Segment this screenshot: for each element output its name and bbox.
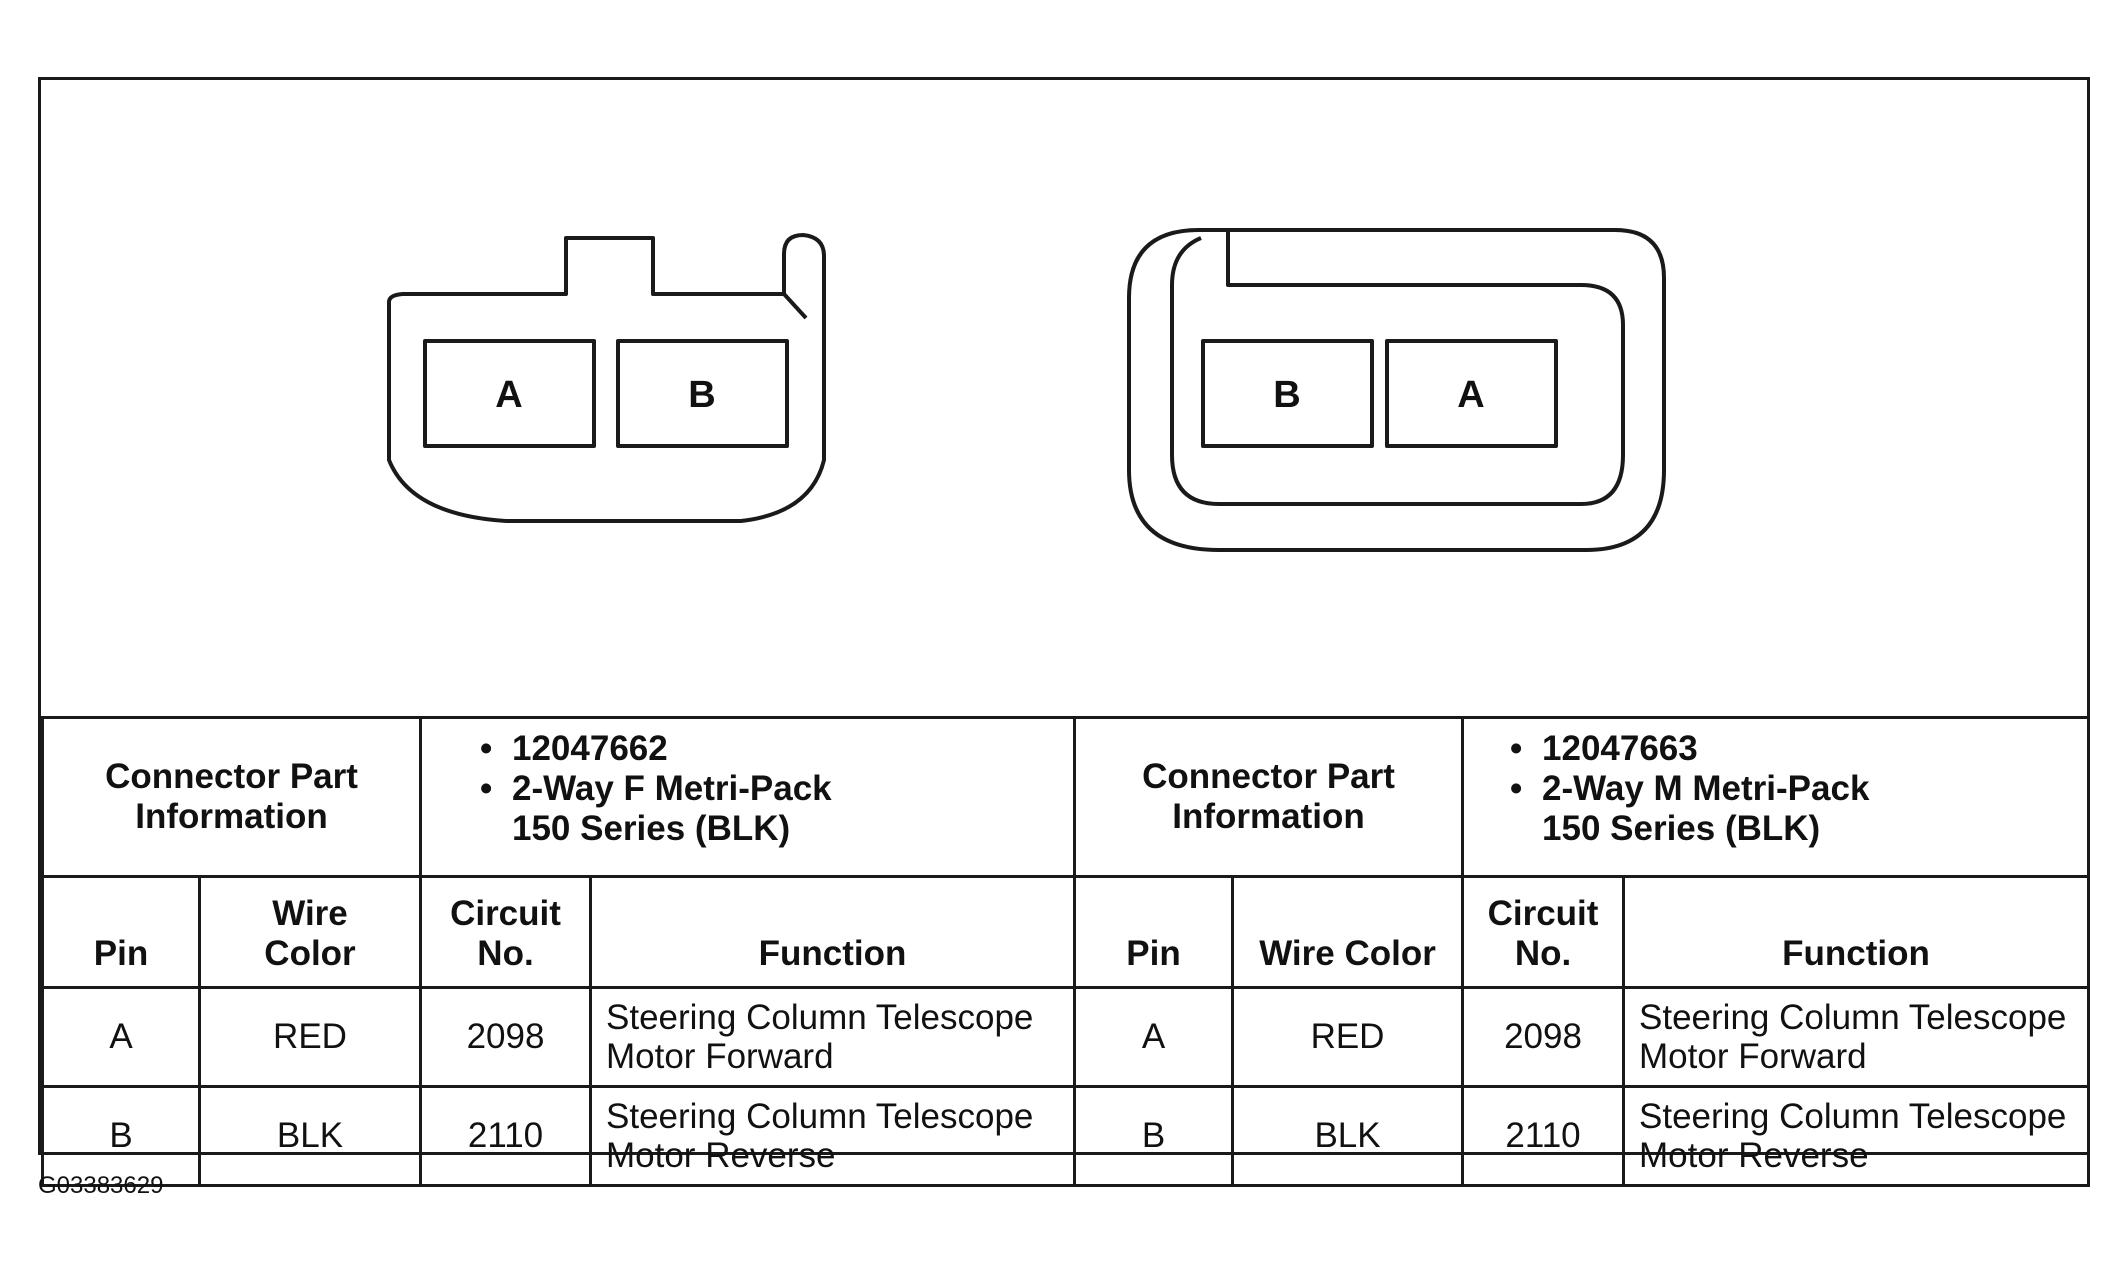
function-header: Function xyxy=(1622,875,2091,989)
pin-cell: B xyxy=(1073,1085,1235,1187)
circuit-cell: 2110 xyxy=(1461,1085,1626,1187)
function-header: Function xyxy=(588,875,1077,989)
connector-info-label-1: Connector Part Information xyxy=(41,716,422,878)
male-connector-outer-shell xyxy=(1127,228,1666,552)
wire-color-header: Wire Color xyxy=(1231,875,1465,989)
connector-info-row: Connector Part Information •12047662 •2-… xyxy=(41,716,2091,878)
circuit-cell: 2110 xyxy=(419,1085,592,1187)
pin-header: Pin xyxy=(1073,875,1235,989)
connector-pinout-table: Connector Part Information •12047662 •2-… xyxy=(41,716,2091,1187)
female-cavity-left xyxy=(423,339,596,448)
pin-cell: A xyxy=(1073,986,1235,1088)
male-pin-label-right: A xyxy=(1457,374,1484,416)
circuit-cell: 2098 xyxy=(1461,986,1626,1088)
wire-color-cell: BLK xyxy=(1231,1085,1465,1187)
figure-id-caption: G03383629 xyxy=(38,1172,164,1199)
connector-face-views: A B B A xyxy=(387,228,1666,552)
male-cavity-left xyxy=(1201,339,1374,448)
male-pin-label-left: B xyxy=(1273,374,1300,416)
pin-cell: A xyxy=(41,986,201,1088)
wire-color-cell: RED xyxy=(1231,986,1465,1088)
pin-cell: B xyxy=(41,1085,201,1187)
connector-info-label-2: Connector Part Information xyxy=(1073,716,1465,878)
female-connector-outline xyxy=(387,233,826,523)
male-cavity-right xyxy=(1385,339,1558,448)
female-cavity-right xyxy=(616,339,789,448)
female-pin-label-right: B xyxy=(688,374,715,416)
female-pin-label-left: A xyxy=(495,374,522,416)
connector-diagram-area: A B B A xyxy=(41,80,2087,716)
wire-color-cell: RED xyxy=(198,986,422,1088)
connector-figure-frame: A B B A Connector Part Information •1204… xyxy=(38,77,2091,1187)
male-connector-inner-shell xyxy=(1170,232,1625,506)
circuit-cell: 2098 xyxy=(419,986,592,1088)
wire-color-cell: BLK xyxy=(198,1085,422,1187)
pin-header: Pin xyxy=(41,875,201,989)
part-number-item: •12047663 xyxy=(1510,729,1698,768)
part-number-item: •12047662 xyxy=(480,729,668,768)
